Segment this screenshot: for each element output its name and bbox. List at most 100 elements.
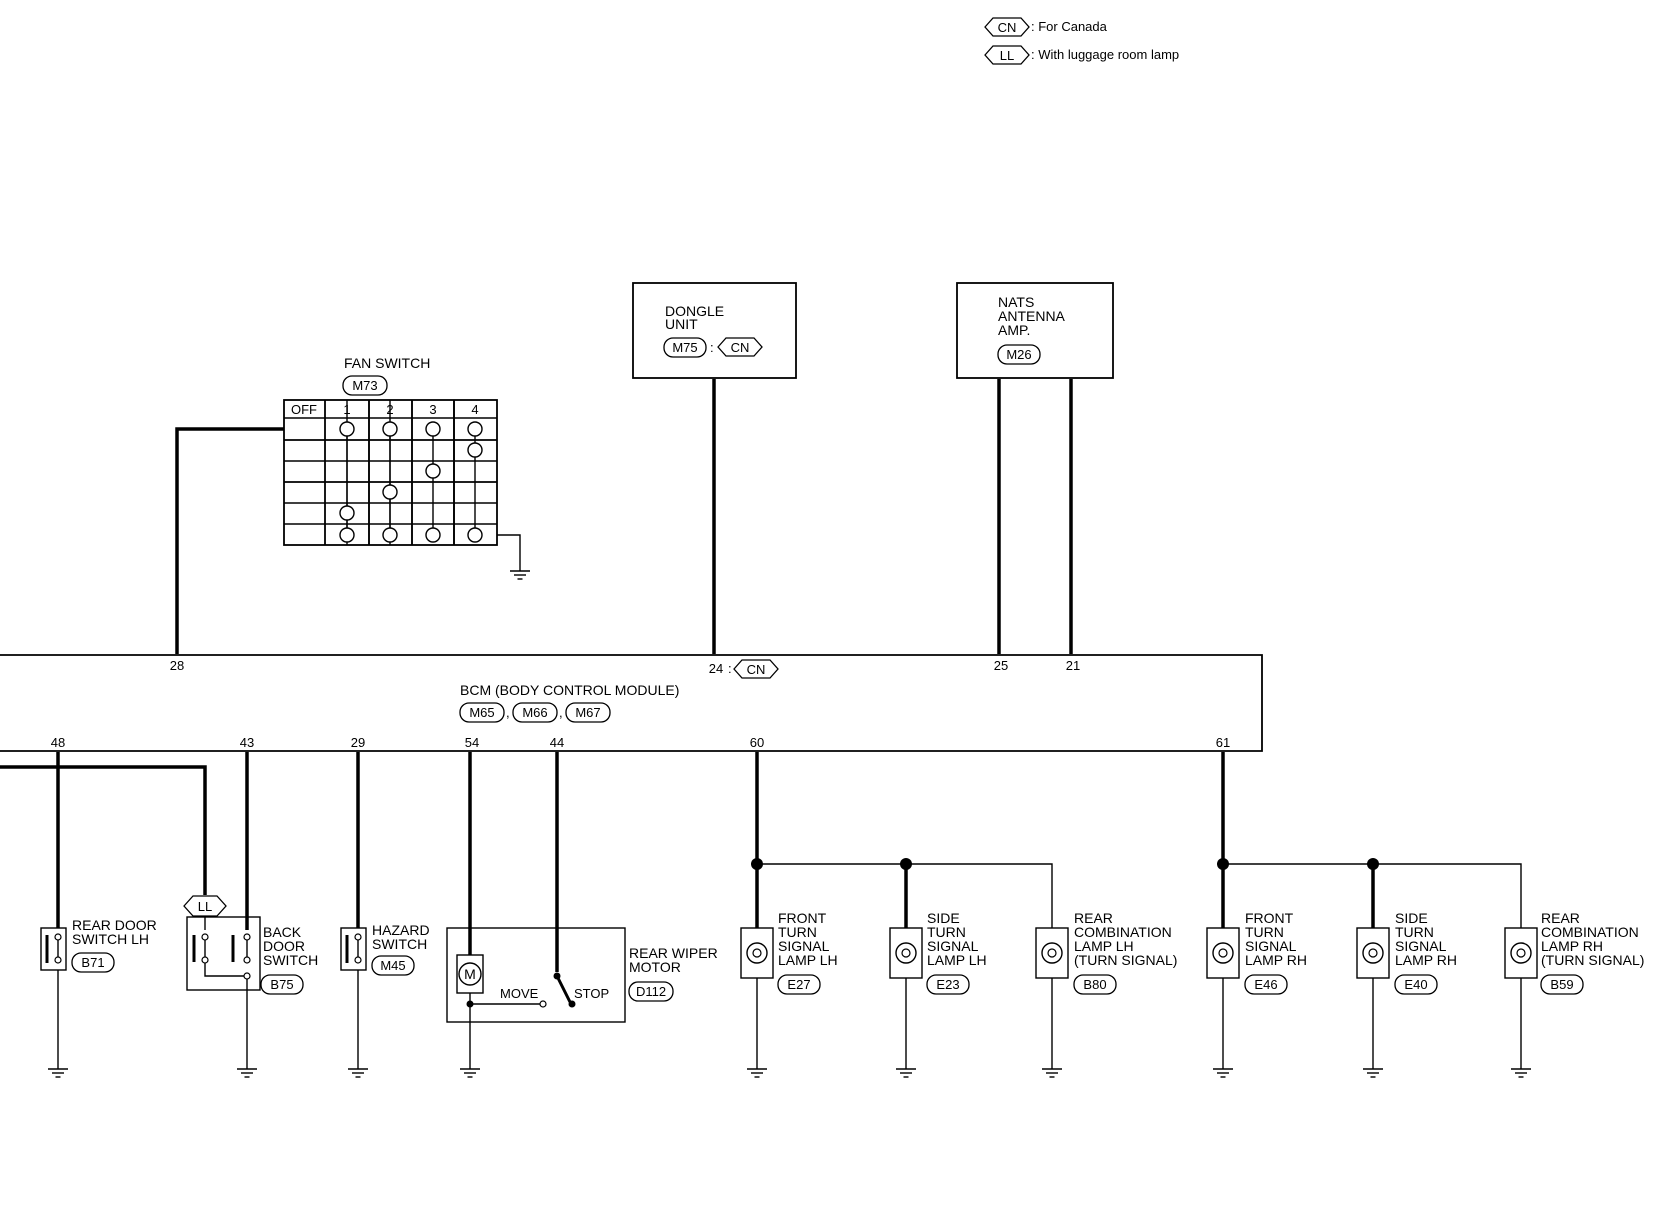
bcm-pin-24-cn-tag: CN (747, 662, 766, 677)
front-lh-connector: E27 (787, 977, 810, 992)
fan-switch-ground-icon (509, 564, 531, 580)
side-rh-ground-icon (1362, 1062, 1384, 1078)
side-lh-line4: LAMP LH (927, 952, 987, 968)
rear-door-switch-lh: REAR DOOR SWITCH LH B71 (40, 752, 157, 1078)
fan-switch: FAN SWITCH M73 OFF 1 2 3 4 (283, 355, 531, 580)
rear-door-lh-ground-icon (47, 1062, 69, 1078)
fan-header-3: 3 (429, 402, 436, 417)
wiper-line2: MOTOR (629, 959, 681, 975)
hazard-switch: HAZARD SWITCH M45 (340, 752, 430, 1078)
wiper-ground-icon (459, 1062, 481, 1078)
rear-rh-line2: COMBINATION (1541, 924, 1639, 940)
legend-cn-text: : For Canada (1031, 19, 1108, 34)
rear-lh-line3: LAMP LH (1074, 938, 1134, 954)
side-lh-lamp-icon (889, 927, 923, 979)
bcm-connector-3: M67 (575, 705, 600, 720)
side-turn-lamp-lh: SIDE TURN SIGNAL LAMP LH E23 (889, 910, 987, 1078)
rh-turn-signal-branch (1217, 752, 1522, 937)
dongle-sep: : (710, 340, 714, 355)
rear-rh-line1: REAR (1541, 910, 1580, 926)
legend: CN : For Canada LL : With luggage room l… (984, 17, 1179, 65)
side-rh-line1: SIDE (1395, 910, 1428, 926)
dongle-cn-tag: CN (731, 340, 750, 355)
side-lh-connector: E23 (936, 977, 959, 992)
rear-rh-lamp-icon (1504, 927, 1538, 979)
side-rh-line3: SIGNAL (1395, 938, 1447, 954)
rear-lh-line1: REAR (1074, 910, 1113, 926)
hazard-ground-icon (347, 1062, 369, 1078)
wire-fan-28 (175, 427, 284, 654)
front-turn-lamp-rh: FRONT TURN SIGNAL LAMP RH E46 (1206, 910, 1307, 1078)
fan-header-4: 4 (471, 402, 478, 417)
nats-antenna-amp: NATS ANTENNA AMP. M26 (956, 282, 1114, 379)
front-turn-lamp-lh: FRONT TURN SIGNAL LAMP LH E27 (740, 910, 838, 1078)
front-lh-lamp-icon (740, 927, 774, 979)
legend-ll-text: : With luggage room lamp (1031, 47, 1179, 62)
rear-lh-line2: COMBINATION (1074, 924, 1172, 940)
back-door-connector: B75 (270, 977, 293, 992)
bcm: 28 24 : CN 25 21 BCM (BODY CONTROL MODUL… (0, 654, 1263, 752)
front-rh-ground-icon (1212, 1062, 1234, 1078)
wiper-motor-symbol: M (464, 966, 476, 982)
back-door-ground-icon (236, 1062, 258, 1078)
front-lh-line1: FRONT (778, 910, 827, 926)
rear-combination-lamp-lh: REAR COMBINATION LAMP LH (TURN SIGNAL) B… (1035, 910, 1177, 1078)
front-lh-ground-icon (746, 1062, 768, 1078)
hazard-line1: HAZARD (372, 922, 430, 938)
bcm-pin-48: 48 (51, 735, 65, 750)
front-lh-line3: SIGNAL (778, 938, 830, 954)
bcm-pin-61: 61 (1216, 735, 1230, 750)
rear-combination-lamp-rh: REAR COMBINATION LAMP RH (TURN SIGNAL) B… (1504, 910, 1644, 1078)
side-rh-lamp-icon (1356, 927, 1390, 979)
rear-door-lh-connector: B71 (81, 955, 104, 970)
wiper-stop-label: STOP (574, 986, 609, 1001)
wiper-move-label: MOVE (500, 986, 539, 1001)
rear-rh-ground-icon (1510, 1062, 1532, 1078)
rear-rh-connector: B59 (1550, 977, 1573, 992)
legend-cn: CN : For Canada (984, 17, 1108, 37)
nats-line3: AMP. (998, 322, 1030, 338)
bcm-box (0, 654, 1263, 752)
nats-line1: NATS (998, 294, 1034, 310)
front-rh-line4: LAMP RH (1245, 952, 1307, 968)
rear-rh-line4: (TURN SIGNAL) (1541, 952, 1644, 968)
back-door-switch: LL BACK DOOR SWITCH B75 (183, 752, 318, 1078)
bcm-pin-21: 21 (1066, 658, 1080, 673)
hazard-line2: SWITCH (372, 936, 427, 952)
wire-ll-feed (0, 765, 207, 895)
rear-lh-connector: B80 (1083, 977, 1106, 992)
rear-lh-ground-icon (1041, 1062, 1063, 1078)
bcm-pin-28: 28 (170, 658, 184, 673)
fan-header-1: 1 (343, 402, 350, 417)
side-lh-line3: SIGNAL (927, 938, 979, 954)
dongle-connector: M75 (672, 340, 697, 355)
bcm-pin-54: 54 (465, 735, 479, 750)
front-rh-connector: E46 (1254, 977, 1277, 992)
side-rh-line4: LAMP RH (1395, 952, 1457, 968)
side-lh-ground-icon (895, 1062, 917, 1078)
bcm-conn-sep-2: , (559, 705, 563, 720)
rear-lh-lamp-icon (1035, 927, 1069, 979)
bcm-connector-2: M66 (522, 705, 547, 720)
bcm-pin-60: 60 (750, 735, 764, 750)
fan-switch-contacts (339, 421, 483, 543)
rear-door-lh-line2: SWITCH LH (72, 931, 149, 947)
front-rh-lamp-icon (1206, 927, 1240, 979)
legend-cn-tag: CN (998, 20, 1017, 35)
back-door-line3: SWITCH (263, 952, 318, 968)
front-rh-line3: SIGNAL (1245, 938, 1297, 954)
dongle-unit: DONGLE UNIT M75 : CN (632, 282, 797, 379)
side-rh-connector: E40 (1404, 977, 1427, 992)
side-lh-line1: SIDE (927, 910, 960, 926)
front-lh-line2: TURN (778, 924, 817, 940)
legend-ll: LL : With luggage room lamp (984, 45, 1179, 65)
fan-switch-connector: M73 (352, 378, 377, 393)
dongle-line2: UNIT (665, 316, 698, 332)
nats-connector: M26 (1006, 347, 1031, 362)
rear-lh-line4: (TURN SIGNAL) (1074, 952, 1177, 968)
bcm-pin-24-sep: : (728, 661, 732, 676)
rear-door-lh-line1: REAR DOOR (72, 917, 157, 933)
wiper-line1: REAR WIPER (629, 945, 718, 961)
bcm-pin-25: 25 (994, 658, 1008, 673)
